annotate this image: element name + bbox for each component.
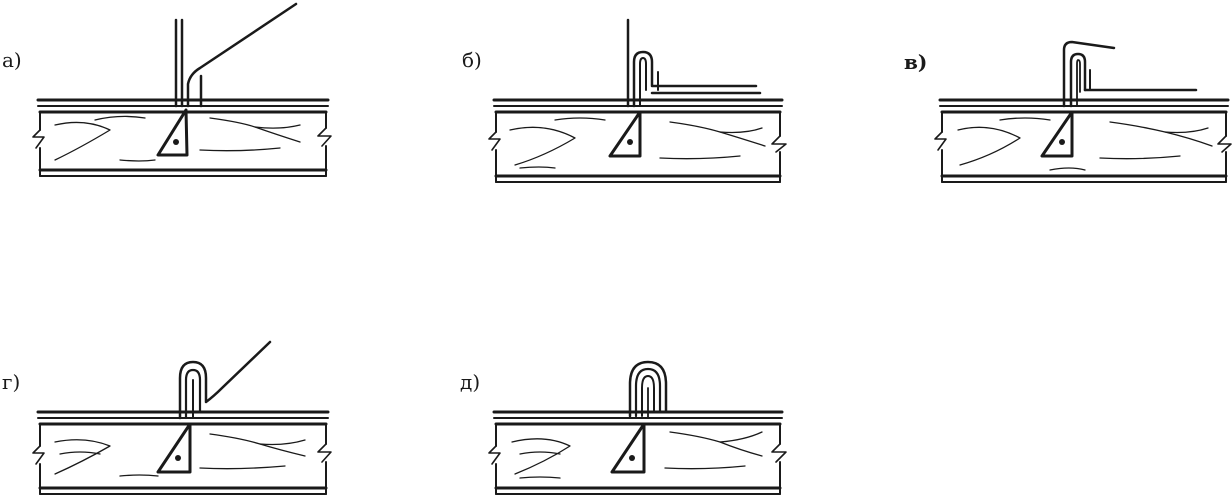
panel-b-label: б) <box>462 48 482 72</box>
panel-v-drawing <box>934 40 1232 183</box>
seam-a <box>174 2 298 108</box>
clip-a <box>156 108 189 157</box>
seam-v <box>1062 40 1198 108</box>
clip-d <box>610 422 646 474</box>
panel-v-label: в) <box>904 50 928 74</box>
board-v <box>934 98 1232 183</box>
clip-b <box>608 110 642 158</box>
seam-d <box>628 360 668 419</box>
board-g <box>32 410 332 495</box>
clip-g <box>156 422 192 474</box>
seam-b <box>626 18 762 108</box>
seam-g <box>178 340 272 420</box>
panel-a-drawing <box>32 2 332 177</box>
clip-v <box>1040 110 1074 158</box>
panel-a-label: а) <box>2 48 22 72</box>
panel-g-drawing <box>32 340 332 495</box>
board-a <box>32 98 332 177</box>
panel-d-label: д) <box>460 370 481 394</box>
panel-b-drawing <box>488 18 787 183</box>
panel-g-label: г) <box>2 370 21 394</box>
panel-d-drawing <box>488 360 787 495</box>
board-d <box>488 410 787 495</box>
board-b <box>488 98 787 183</box>
